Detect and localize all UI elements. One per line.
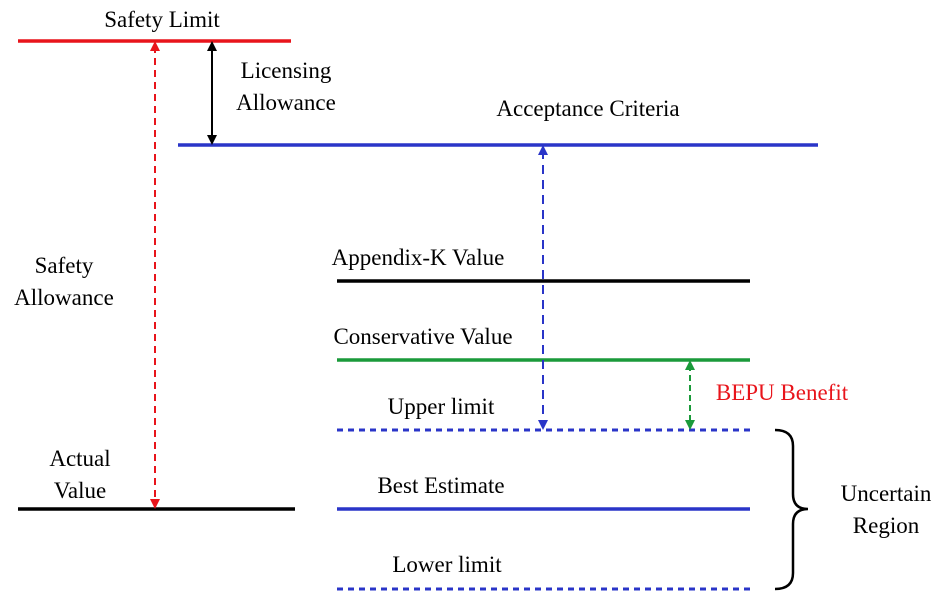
licensing-allowance-label-2: Allowance: [236, 90, 336, 115]
acceptance-criteria-label: Acceptance Criteria: [496, 96, 679, 121]
lower-limit-label: Lower limit: [392, 552, 502, 577]
safety-allowance-label-1: Safety: [35, 253, 94, 278]
uncertain-region-label-2: Region: [853, 513, 920, 538]
actual-value-label-1: Actual: [49, 446, 110, 471]
safety-allowance-label-2: Allowance: [14, 285, 114, 310]
upper-limit-label: Upper limit: [388, 394, 495, 419]
actual-value-label-2: Value: [54, 478, 106, 503]
conservative-value-label: Conservative Value: [333, 324, 512, 349]
licensing-allowance-label-1: Licensing: [241, 58, 332, 83]
appendix-k-label: Appendix-K Value: [332, 245, 505, 270]
bepu-benefit-label: BEPU Benefit: [716, 380, 849, 405]
safety-limit-label: Safety Limit: [104, 7, 220, 32]
uncertain-region-label-1: Uncertain: [841, 481, 932, 506]
best-estimate-label: Best Estimate: [377, 473, 504, 498]
uncertain-region-bracket: [774, 428, 809, 591]
